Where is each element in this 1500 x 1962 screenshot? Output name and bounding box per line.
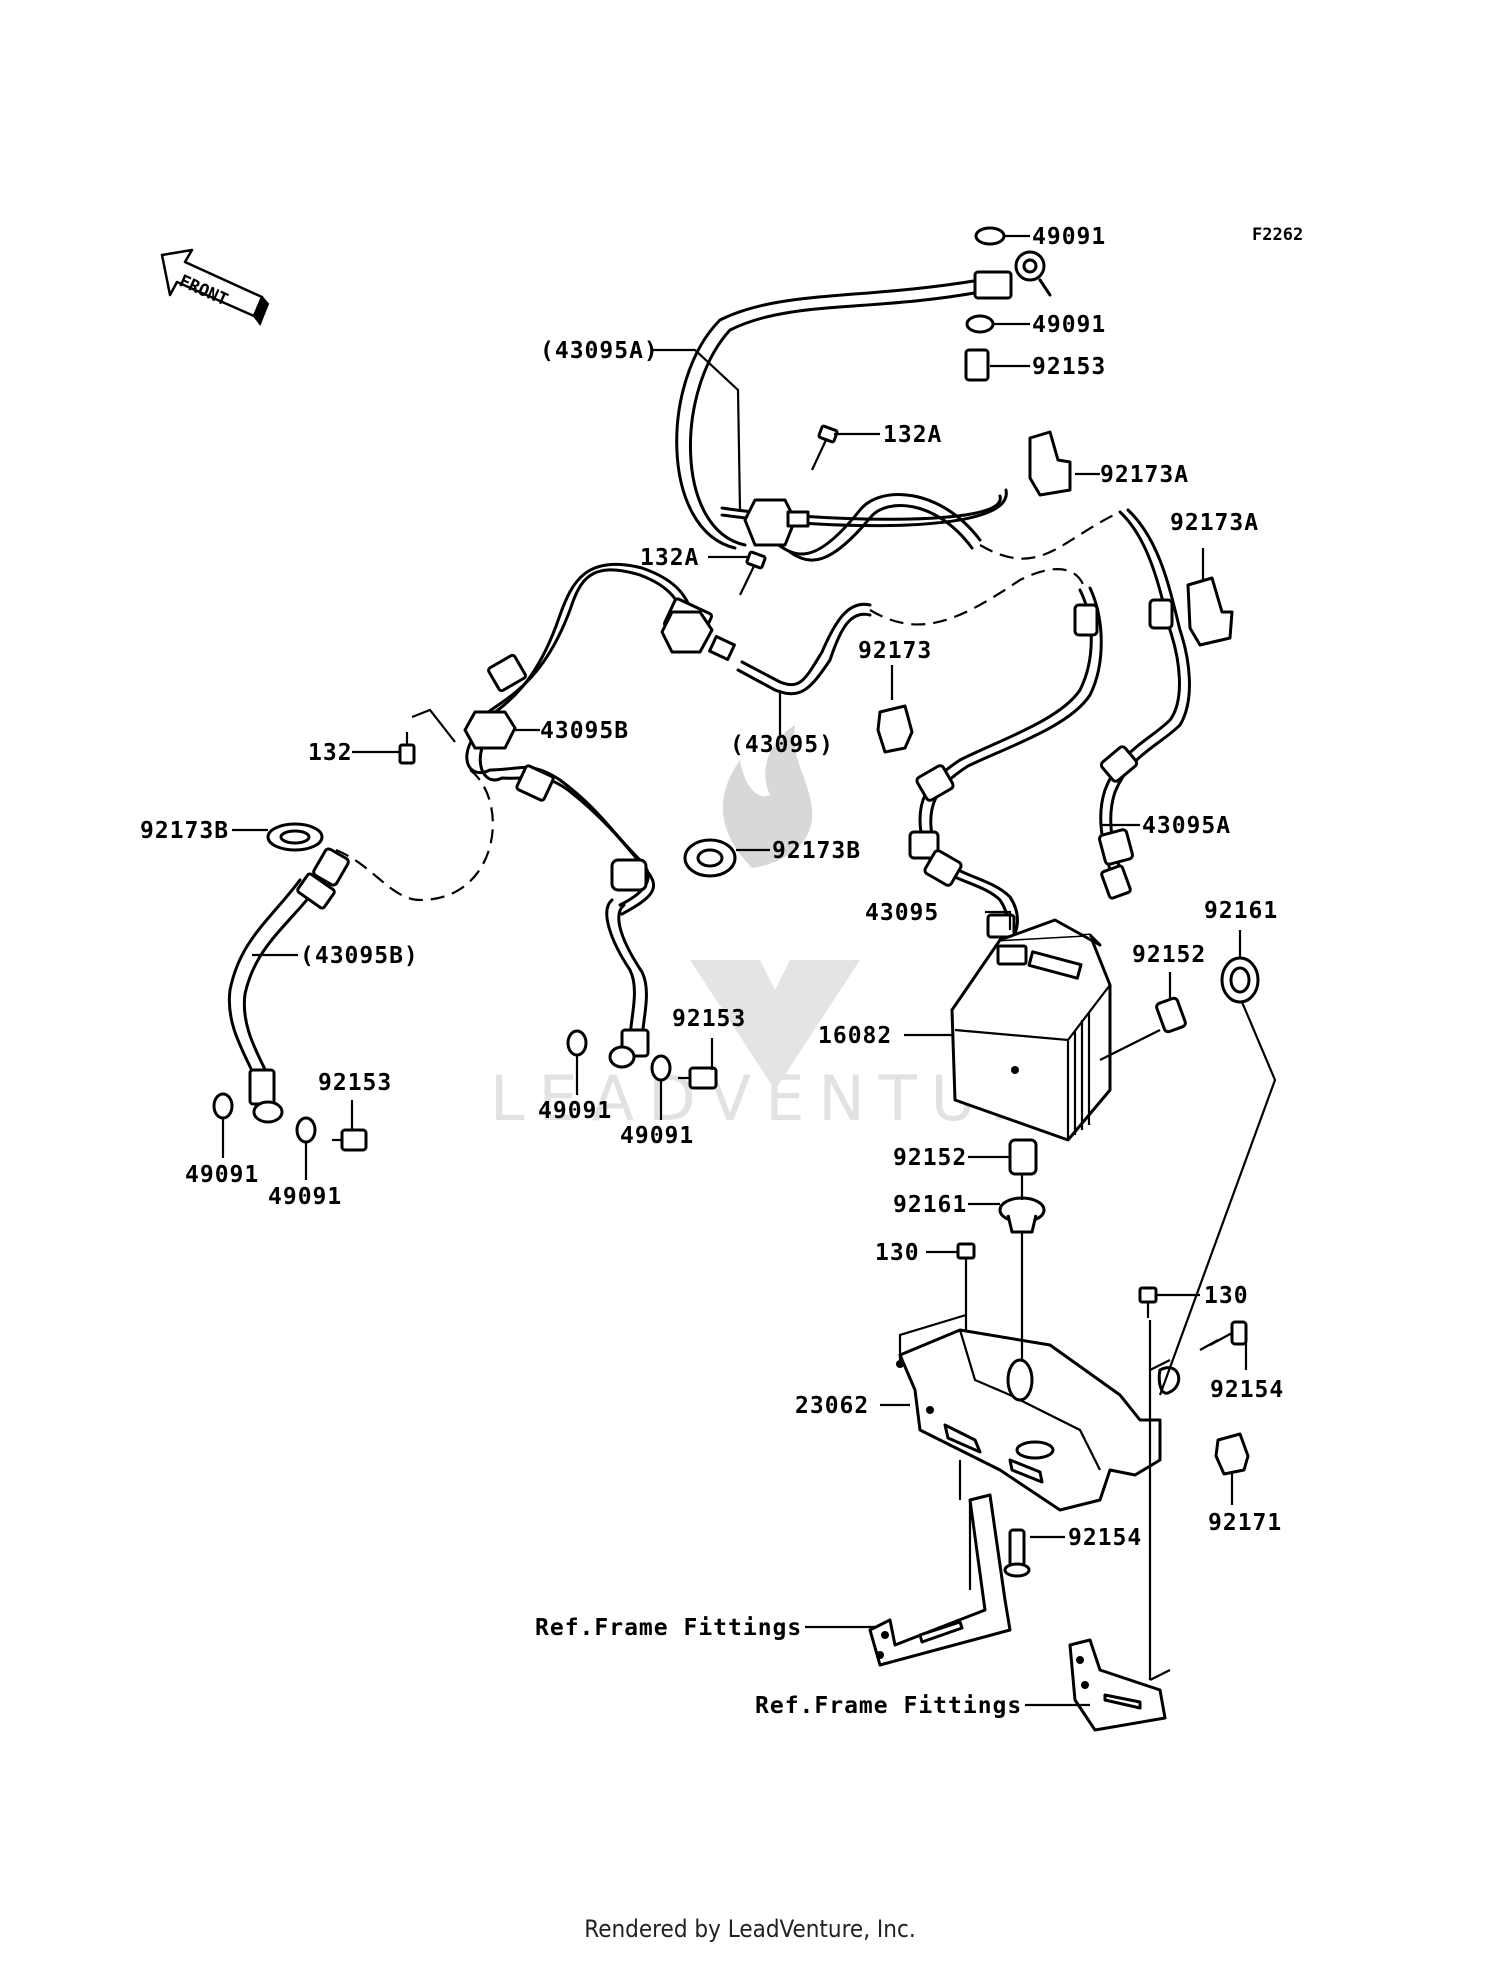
label-92173A-2: 92173A (1170, 510, 1259, 536)
bracket-23062 (896, 1328, 1181, 1512)
brake-hose-43095B-lower (227, 769, 494, 1124)
label-92171: 92171 (1208, 1510, 1282, 1536)
joint-block-left (463, 710, 517, 750)
label-43095A-paren: (43095A) (540, 338, 659, 364)
washer-49091-left2 (295, 1116, 317, 1144)
label-49091-left1: 49091 (185, 1162, 259, 1188)
label-23062: 23062 (795, 1393, 869, 1419)
label-49091-mid1: 49091 (538, 1098, 612, 1124)
footer-credit: Rendered by LeadVenture, Inc. (584, 1915, 916, 1943)
grommet-92161-top (1220, 956, 1260, 1004)
label-92173A-1: 92173A (1100, 462, 1189, 488)
clip-92171 (1214, 1432, 1250, 1476)
brake-line-43095A-right (778, 493, 1191, 900)
joint-block-mid (660, 610, 736, 661)
bolt-92154-bot (1003, 1528, 1031, 1578)
washer-49091-mid1 (566, 1029, 588, 1057)
collar-92152-bot (1008, 1138, 1038, 1176)
label-130-left: 130 (875, 1240, 920, 1266)
label-132: 132 (308, 740, 353, 766)
brake-hose-43095A-upper (675, 250, 1052, 550)
label-ref-frame-fittings-1: Ref.Frame Fittings (535, 1615, 802, 1641)
bolt-132A-mid (739, 550, 767, 596)
clamp-92173 (876, 704, 914, 754)
clamp-92173B-mid (683, 838, 737, 878)
label-49091-mid2: 49091 (620, 1123, 694, 1149)
label-92173B-left: 92173B (140, 818, 229, 844)
label-43095B-paren: (43095B) (300, 943, 419, 969)
clamp-92173A-right (1186, 576, 1234, 647)
label-92153-mid: 92153 (672, 1006, 746, 1032)
washer-49091-top (974, 226, 1006, 246)
bolt-130-right (1138, 1286, 1158, 1318)
label-132A-mid: 132A (640, 545, 699, 571)
label-92154-bot: 92154 (1068, 1525, 1142, 1551)
joint-block-upper (743, 498, 810, 547)
label-92161-top: 92161 (1204, 898, 1278, 924)
clamp-92173B-left (266, 822, 324, 852)
front-arrow: FRONT (160, 248, 270, 327)
washer-49091-mid2 (650, 1054, 672, 1082)
label-92173B-mid: 92173B (772, 838, 861, 864)
bolt-132 (398, 732, 416, 765)
label-49091-left2: 49091 (268, 1184, 342, 1210)
label-49091-top: 49091 (1032, 224, 1106, 250)
label-43095A: 43095A (1142, 813, 1231, 839)
label-49091-top2: 49091 (1032, 312, 1106, 338)
label-43095B: 43095B (540, 718, 629, 744)
label-92153-top: 92153 (1032, 354, 1106, 380)
diagram-code: F2262 (1252, 225, 1303, 245)
clamp-92173A-top (1028, 430, 1072, 497)
bolt-130-left (956, 1242, 976, 1275)
bolt-92153-mid (678, 1066, 718, 1090)
brake-line-43095-mid (736, 568, 1103, 942)
bolt-132A-top (811, 424, 839, 471)
label-132A-top: 132A (883, 422, 942, 448)
label-92173: 92173 (858, 638, 932, 664)
assembly-lines (898, 1001, 1277, 1681)
bolt-92153-left (332, 1128, 368, 1152)
label-92161-bot: 92161 (893, 1192, 967, 1218)
abs-unit-16082 (950, 918, 1112, 1142)
bolt-92153-top (964, 348, 990, 382)
label-43095-paren: (43095) (730, 732, 834, 758)
brake-hose-43095B-upper (465, 562, 713, 1069)
washer-49091-left1 (212, 1092, 234, 1120)
ref-frame-fitting-1 (868, 1493, 1012, 1667)
label-43095: 43095 (865, 900, 939, 926)
leader-lines (221, 234, 1248, 1707)
bolt-92154-right (1199, 1320, 1248, 1351)
label-92152-bot: 92152 (893, 1145, 967, 1171)
collar-92152-top (1155, 996, 1187, 1034)
washer-49091-top2 (965, 314, 995, 334)
label-16082: 16082 (818, 1023, 892, 1049)
label-92153-left: 92153 (318, 1070, 392, 1096)
grommet-92161-bot (998, 1196, 1046, 1234)
label-92154-right: 92154 (1210, 1377, 1284, 1403)
label-92152-top: 92152 (1132, 942, 1206, 968)
label-ref-frame-fittings-2: Ref.Frame Fittings (755, 1693, 1022, 1719)
label-130-right: 130 (1204, 1283, 1249, 1309)
